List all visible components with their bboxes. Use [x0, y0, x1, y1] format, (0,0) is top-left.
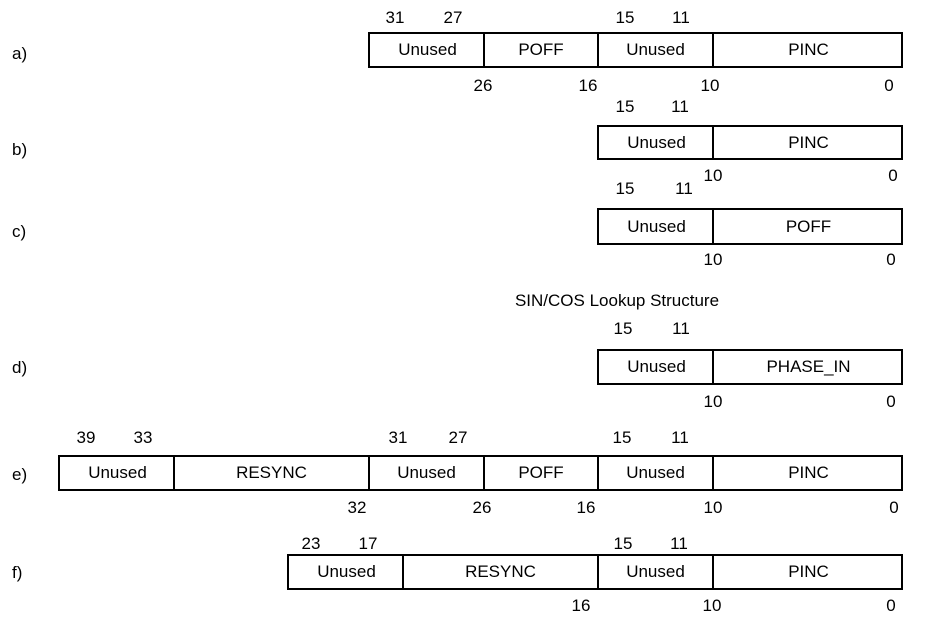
field-phase_in: PHASE_IN: [712, 351, 901, 383]
register-box-c: Unused POFF: [597, 208, 903, 245]
bit-index-label: 11: [671, 97, 689, 116]
bit-index-label: 0: [884, 76, 894, 95]
row-label-c: c): [12, 222, 27, 241]
bit-index-label: 11: [670, 534, 688, 553]
bit-index-label: 31: [385, 8, 405, 27]
field-pinc: PINC: [712, 127, 901, 158]
bit-index-label: 26: [473, 76, 493, 95]
bit-index-label: 17: [358, 534, 378, 553]
field-unused: Unused: [317, 562, 376, 581]
bit-index-label: 27: [448, 428, 468, 447]
bit-index-label: 10: [703, 250, 723, 269]
bit-index-label: 10: [700, 76, 720, 95]
bit-index-label: 16: [576, 498, 596, 517]
field-poff: POFF: [483, 457, 597, 489]
field-resync: RESYNC: [173, 457, 368, 489]
field-unused: Unused: [368, 457, 483, 489]
bit-index-label: 33: [133, 428, 153, 447]
bit-index-label: 26: [472, 498, 492, 517]
bit-index-label: 15: [615, 97, 635, 116]
field-pinc: PINC: [712, 457, 901, 489]
field-unused: Unused: [597, 457, 712, 489]
bit-index-label: 0: [886, 596, 896, 615]
field-pinc: PINC: [712, 556, 901, 588]
field-resync: RESYNC: [402, 556, 597, 588]
bit-index-label: 11: [672, 319, 690, 338]
bit-index-label: 15: [613, 319, 633, 338]
bit-index-label: 10: [703, 392, 723, 411]
register-box-d: Unused PHASE_IN: [597, 349, 903, 385]
bit-index-label: 11: [675, 179, 693, 198]
bit-index-label: 31: [388, 428, 408, 447]
field-unused: Unused: [627, 357, 686, 376]
field-pinc: PINC: [712, 34, 901, 66]
bit-index-label: 16: [578, 76, 598, 95]
row-label-d: d): [12, 358, 28, 377]
bit-index-label: 10: [703, 166, 723, 185]
bit-index-label: 0: [888, 166, 898, 185]
bit-index-label: 0: [886, 250, 896, 269]
diagram-title: SIN/COS Lookup Structure: [514, 291, 720, 310]
bit-index-label: 15: [613, 534, 633, 553]
row-label-e: e): [12, 465, 28, 484]
bit-index-label: 32: [347, 498, 367, 517]
register-box-b: Unused PINC: [597, 125, 903, 160]
bit-index-label: 15: [612, 428, 632, 447]
row-label-b: b): [12, 140, 28, 159]
bit-index-label: 15: [615, 8, 635, 27]
bit-index-label: 10: [703, 498, 723, 517]
bit-index-label: 11: [672, 8, 690, 27]
field-unused: Unused: [88, 463, 147, 482]
field-unused: Unused: [597, 556, 712, 588]
bit-index-label: 15: [615, 179, 635, 198]
field-unused: Unused: [627, 132, 686, 152]
bit-index-label: 10: [702, 596, 722, 615]
field-unused: Unused: [627, 216, 686, 236]
bit-index-label: 0: [889, 498, 899, 517]
field-poff: POFF: [712, 210, 901, 243]
bit-index-label: 23: [301, 534, 321, 553]
bit-index-label: 0: [886, 392, 896, 411]
field-poff: POFF: [483, 34, 597, 66]
field-unused: Unused: [398, 40, 457, 59]
row-label-f: f): [12, 563, 23, 582]
bit-index-label: 39: [76, 428, 96, 447]
bit-index-label: 16: [571, 596, 591, 615]
bit-index-label: 11: [671, 428, 689, 447]
bit-index-label: 27: [443, 8, 463, 27]
row-label-a: a): [12, 44, 28, 63]
field-unused: Unused: [597, 34, 712, 66]
